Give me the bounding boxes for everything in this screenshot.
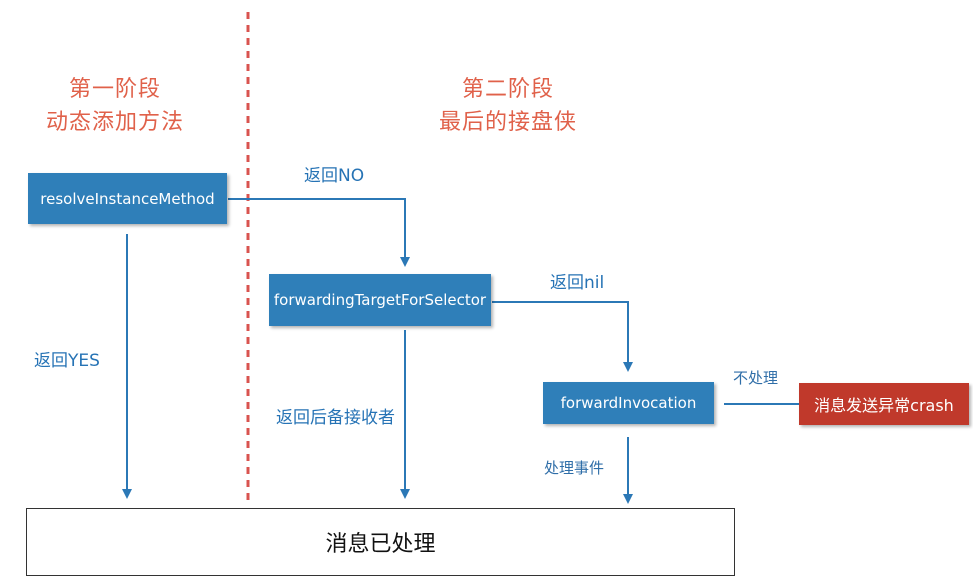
stage2-line1: 第二阶段: [461, 77, 554, 102]
node-message-crash: 消息发送异常crash: [799, 383, 969, 425]
node-forwarding-target-for-selector: forwardingTargetForSelector: [269, 274, 491, 326]
stage2-title: 第二阶段 最后的接盘侠: [408, 73, 608, 139]
label-return-backup: 返回后备接收者: [276, 408, 395, 428]
label-return-nil: 返回nil: [550, 273, 605, 293]
stage2-line2: 最后的接盘侠: [438, 110, 577, 135]
node-forward-invocation: forwardInvocation: [543, 382, 714, 424]
stage1-title: 第一阶段 动态添加方法: [20, 73, 210, 139]
stage1-line2: 动态添加方法: [45, 110, 184, 135]
label-handle-event: 处理事件: [544, 459, 605, 477]
label-not-handled: 不处理: [733, 369, 779, 387]
stage1-line1: 第一阶段: [68, 77, 161, 102]
label-return-no: 返回NO: [304, 166, 365, 186]
label-return-yes: 返回YES: [34, 351, 100, 371]
arrow-no: [228, 198, 410, 267]
arrow-nil: [492, 301, 633, 372]
node-resolve-instance-method: resolveInstanceMethod: [28, 173, 227, 224]
result-message-handled: 消息已处理: [26, 508, 735, 576]
